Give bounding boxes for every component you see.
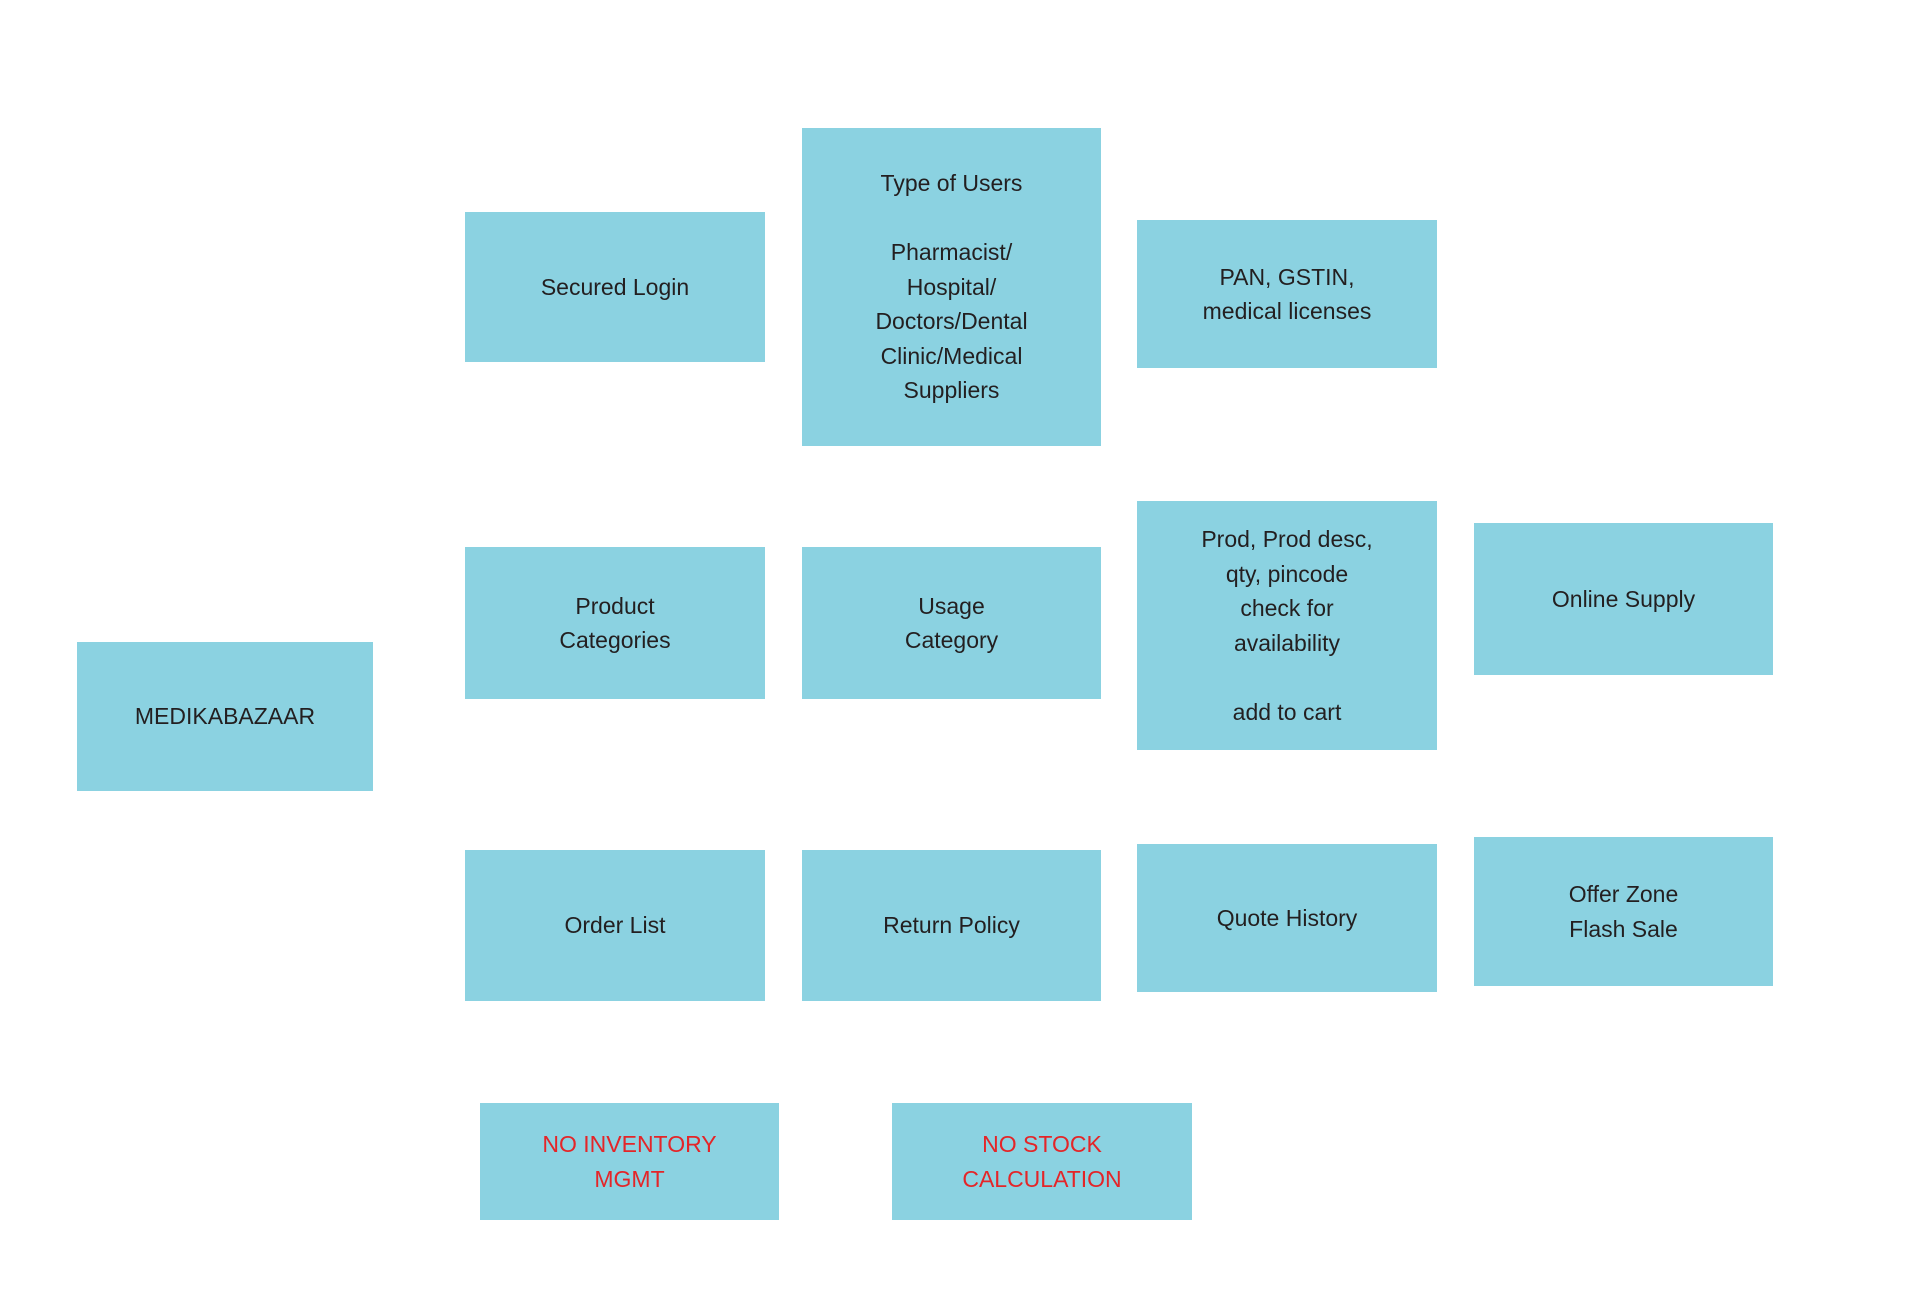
node-prod-details-add-to-cart: Prod, Prod desc, qty, pincode check for … — [1137, 501, 1437, 750]
node-usage-category-label: Usage Category — [904, 592, 999, 654]
node-online-supply-label: Online Supply — [1551, 585, 1696, 612]
node-online-supply: Online Supply — [1474, 523, 1773, 675]
node-usage-category: Usage Category — [802, 547, 1101, 699]
node-secured-login: Secured Login — [465, 212, 765, 362]
node-no-stock-calculation-label: NO STOCK CALCULATION — [962, 1131, 1122, 1192]
node-pan-gstin-licenses-label: PAN, GSTIN, medical licenses — [1202, 263, 1372, 325]
node-secured-login-label: Secured Login — [540, 273, 690, 300]
node-quote-history-label: Quote History — [1216, 904, 1358, 931]
node-product-categories-label: Product Categories — [559, 592, 671, 654]
node-product-categories: Product Categories — [465, 547, 765, 699]
node-offer-zone-flash-sale: Offer Zone Flash Sale — [1474, 837, 1773, 986]
node-no-stock-calculation: NO STOCK CALCULATION — [892, 1103, 1192, 1220]
node-prod-details-add-to-cart-label: Prod, Prod desc, qty, pincode check for … — [1201, 526, 1373, 725]
node-pan-gstin-licenses: PAN, GSTIN, medical licenses — [1137, 220, 1437, 368]
node-order-list-label: Order List — [564, 912, 666, 939]
node-type-of-users: Type of Users Pharmacist/ Hospital/ Doct… — [802, 128, 1101, 446]
node-medikabazaar: MEDIKABAZAAR — [77, 642, 373, 791]
node-return-policy-label: Return Policy — [883, 912, 1020, 939]
node-no-inventory-mgmt: NO INVENTORY MGMT — [480, 1103, 779, 1220]
node-medikabazaar-label: MEDIKABAZAAR — [134, 703, 316, 730]
node-no-inventory-mgmt-label: NO INVENTORY MGMT — [542, 1131, 717, 1192]
node-order-list: Order List — [465, 850, 765, 1001]
node-offer-zone-flash-sale-label: Offer Zone Flash Sale — [1568, 881, 1679, 942]
node-quote-history: Quote History — [1137, 844, 1437, 992]
node-return-policy: Return Policy — [802, 850, 1101, 1001]
node-type-of-users-label: Type of Users Pharmacist/ Hospital/ Doct… — [875, 170, 1028, 404]
